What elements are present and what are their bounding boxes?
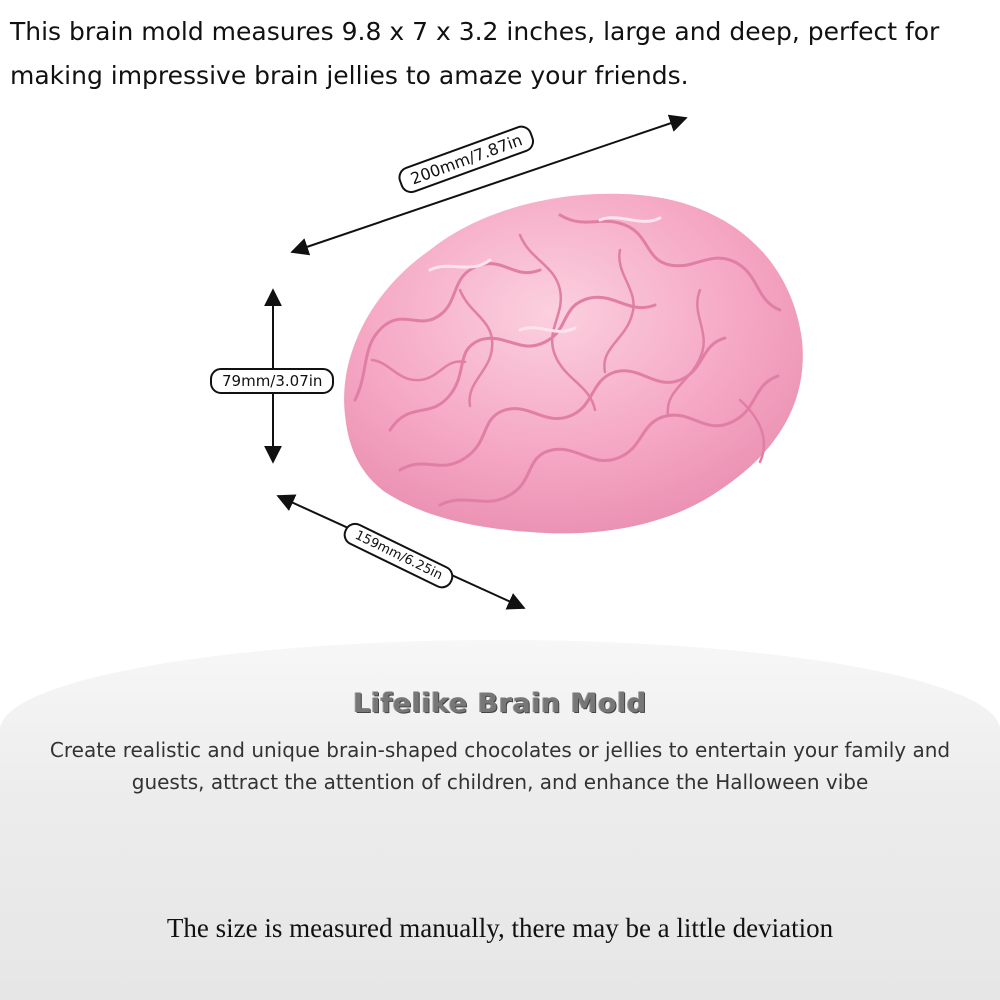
height-dimension-label: 79mm/3.07in [210,368,335,394]
length-arrow [290,114,688,256]
product-image-area: 200mm/7.87in 79mm/3.07in 159mm/6.25in [0,100,1000,660]
info-panel [0,640,1000,1000]
product-illustration [264,114,803,610]
size-deviation-note: The size is measured manually, there may… [166,913,834,943]
product-title: Lifelike Brain Mold [353,688,647,719]
header-text: This brain mold measures 9.8 x 7 x 3.2 i… [10,17,940,90]
brain-mold-image [344,193,803,534]
product-description: Create realistic and unique brain-shaped… [49,738,951,794]
